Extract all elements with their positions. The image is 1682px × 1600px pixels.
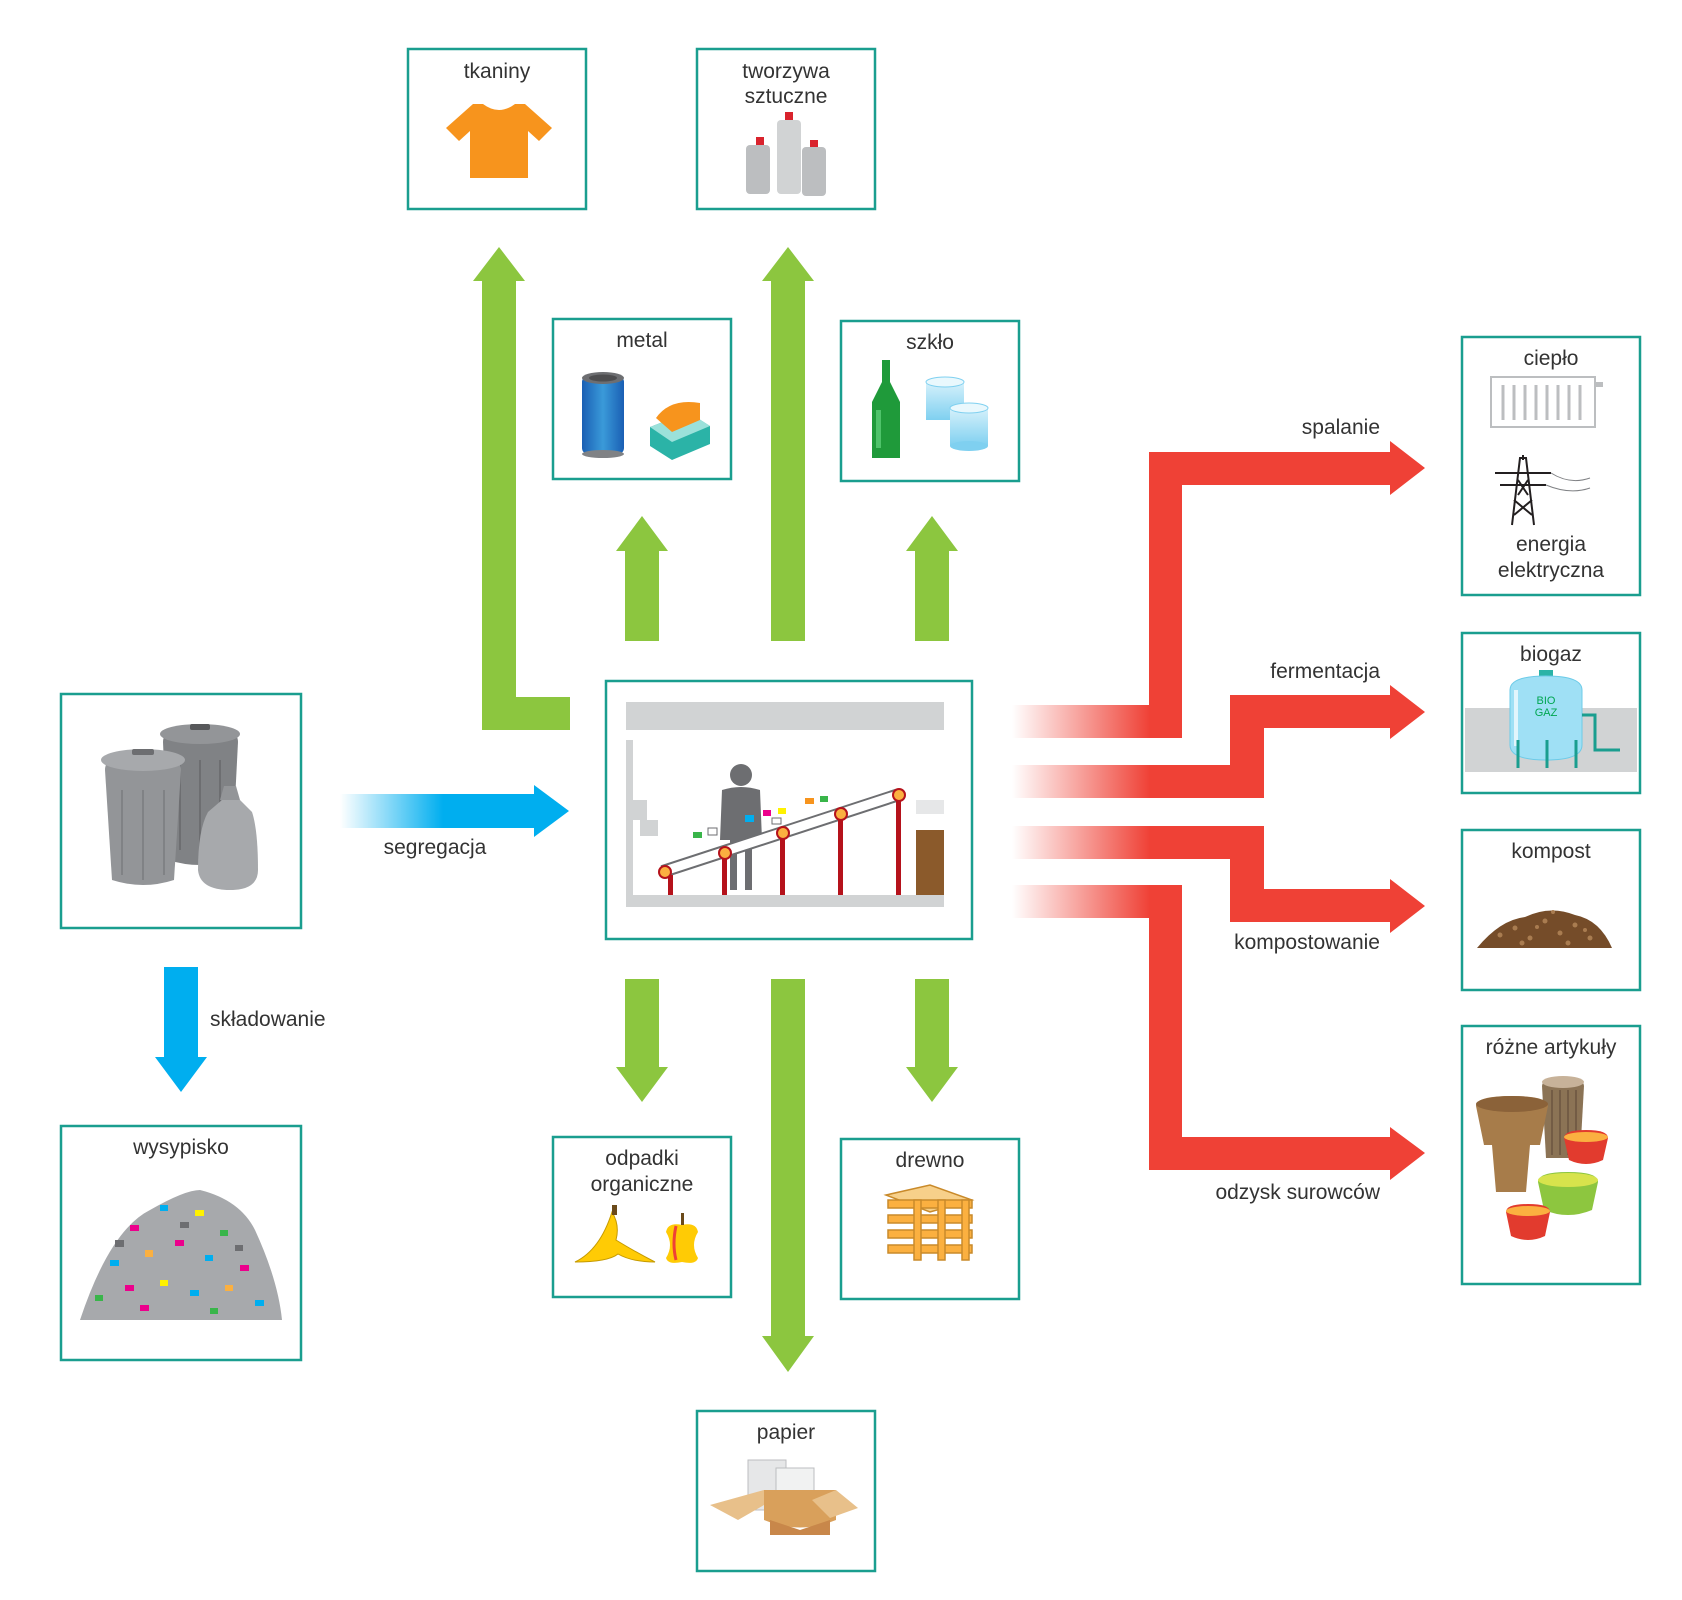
label-odpadki-line1: odpadki [605,1147,679,1170]
arrow-kompostowanie [1149,826,1425,933]
label-szklo: szkło [906,331,954,354]
arrow-to-tworzywa [762,247,814,641]
arrow-odzysk [1149,885,1425,1180]
drinking-glasses-icon [925,376,989,451]
arrow-fermentacja [1149,685,1425,798]
box-cieplo-energia [1460,335,1642,597]
box-kompost [1460,828,1642,992]
wooden-crate-icon [883,1184,975,1261]
arrow-to-odpadki [616,979,668,1102]
arrow-to-tkaniny [473,247,570,730]
label-spalanie: spalanie [1301,416,1380,439]
label-wysypisko: wysypisko [133,1136,229,1159]
label-kompost: kompost [1511,840,1591,863]
box-waste-bins [59,692,303,930]
label-cieplo: ciepło [1523,347,1579,370]
label-biogaz-tank-2: GAZ [1534,707,1558,719]
tshirt-icon [446,104,552,178]
label-tworzywa-line1: tworzywa [742,60,830,83]
box-tworzywa [695,47,877,211]
power-pylon-icon [1495,455,1591,526]
arrow-skladowanie [155,967,207,1092]
label-energia-line1: energia [1515,533,1587,556]
label-papier: papier [756,1421,816,1444]
arrow-to-drewno [906,979,958,1102]
arrow-to-papier [762,979,814,1372]
label-biogaz-tank-1: BIO [1536,695,1556,707]
metal-can-icon [582,372,624,458]
label-metal: metal [616,329,668,352]
arrow-segregacja [340,785,569,837]
trash-bins-icon [101,724,258,890]
box-odpadki [551,1135,733,1299]
landfill-pile-icon [80,1190,282,1320]
tin-box-icon [650,402,710,460]
box-drewno [839,1137,1021,1301]
box-papier [695,1409,877,1573]
label-drewno: drewno [895,1149,965,1172]
apple-core-icon [666,1213,698,1263]
label-skladowanie: składowanie [210,1008,326,1031]
label-biogaz: biogaz [1520,643,1582,666]
pots-icon [1476,1076,1608,1240]
label-tkaniny: tkaniny [463,60,531,83]
biogas-tank-icon [1465,670,1637,772]
box-tkaniny [406,47,588,211]
label-fermentacja: fermentacja [1270,660,1380,683]
label-tworzywa-line2: sztuczne [744,85,828,108]
box-sorting-plant [604,679,974,941]
label-odzysk: odzysk surowców [1215,1181,1380,1204]
arrow-spalanie [1149,441,1425,738]
label-kompostowanie: kompostowanie [1234,931,1380,954]
worker-icon [720,764,762,890]
red-arrows [1012,441,1425,1180]
plastic-bottles-icon [746,112,826,196]
box-biogaz [1460,631,1642,795]
banana-peel-icon [574,1205,656,1263]
glass-bottle-icon [872,360,900,458]
box-szklo [839,319,1021,483]
label-segregacja: segregacja [383,836,487,859]
cardboard-box-icon [710,1459,858,1535]
label-energia-line2: elektryczna [1497,559,1605,582]
box-wysypisko [59,1124,303,1362]
radiator-icon [1490,376,1603,428]
sorting-plant-icon [626,702,944,907]
label-rozne-artykuly: różne artykuły [1485,1036,1617,1059]
compost-pile-icon [1477,910,1612,948]
label-odpadki-line2: organiczne [590,1173,694,1196]
arrow-to-metal [616,516,668,641]
box-metal [551,317,733,481]
arrow-to-szklo [906,516,958,641]
box-rozne-artykuly [1460,1024,1642,1286]
